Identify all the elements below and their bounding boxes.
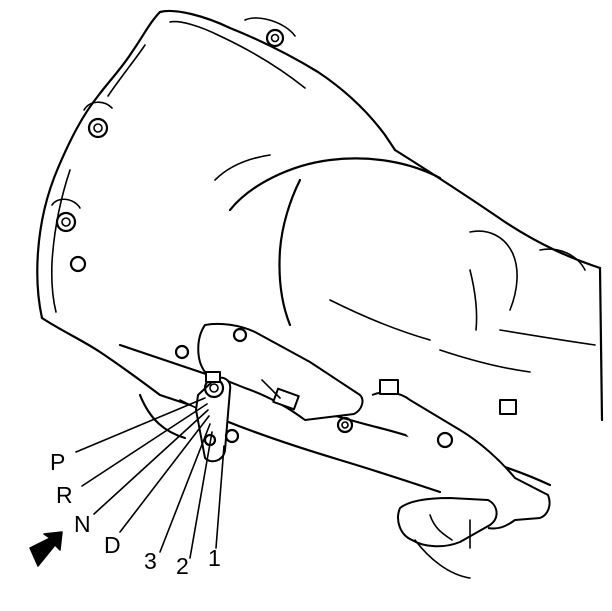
transmission-case: [214, 148, 604, 422]
label-1: 1: [208, 545, 221, 571]
leader-lines: [75, 397, 225, 559]
label-2: 2: [176, 553, 189, 579]
position-labels: P R N D 3 2 1: [50, 449, 221, 579]
shift-lever: [195, 371, 240, 463]
crossmember: [371, 379, 551, 579]
label-3: 3: [144, 548, 157, 574]
arrow-icon: [29, 531, 63, 567]
label-d: D: [104, 532, 121, 558]
label-r: R: [56, 482, 73, 508]
neutral-safety-switch: [174, 322, 364, 434]
label-n: N: [74, 511, 91, 537]
label-p: P: [50, 449, 65, 475]
bell-housing: [36, 9, 397, 407]
